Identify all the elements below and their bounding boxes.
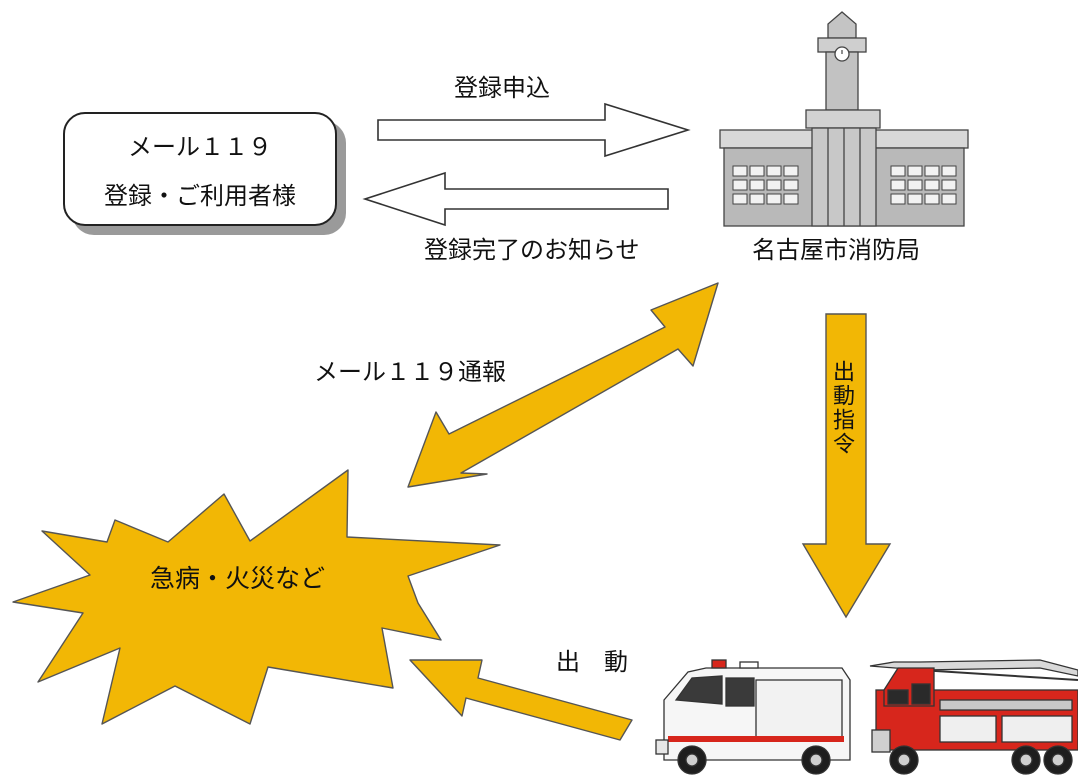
emergency-label: 急病・火災など xyxy=(150,564,326,593)
ambulance-icon xyxy=(655,659,851,775)
mail-report-label: メール１１９通報 xyxy=(314,358,506,386)
user-box: メール１１９ 登録・ご利用者様 xyxy=(63,112,337,226)
dispatch-arrow xyxy=(409,659,633,741)
register-request-label: 登録申込 xyxy=(454,74,550,102)
register-request-arrow xyxy=(377,102,691,158)
register-complete-arrow xyxy=(362,171,669,227)
fire-truck-icon xyxy=(869,659,1078,775)
dispatch-order-label: 出動指令 xyxy=(829,360,854,456)
fire-bureau-building-icon xyxy=(719,11,969,227)
mail-report-double-arrow xyxy=(407,282,719,488)
dispatch-order-arrow xyxy=(801,313,892,619)
user-box-line1: メール１１９ xyxy=(128,133,272,161)
fire-bureau-label: 名古屋市消防局 xyxy=(752,236,920,264)
dispatch-label: 出 動 xyxy=(556,648,628,676)
user-box-line2: 登録・ご利用者様 xyxy=(104,182,296,210)
explosion-burst-icon xyxy=(12,469,501,725)
register-complete-label: 登録完了のお知らせ xyxy=(424,236,640,264)
